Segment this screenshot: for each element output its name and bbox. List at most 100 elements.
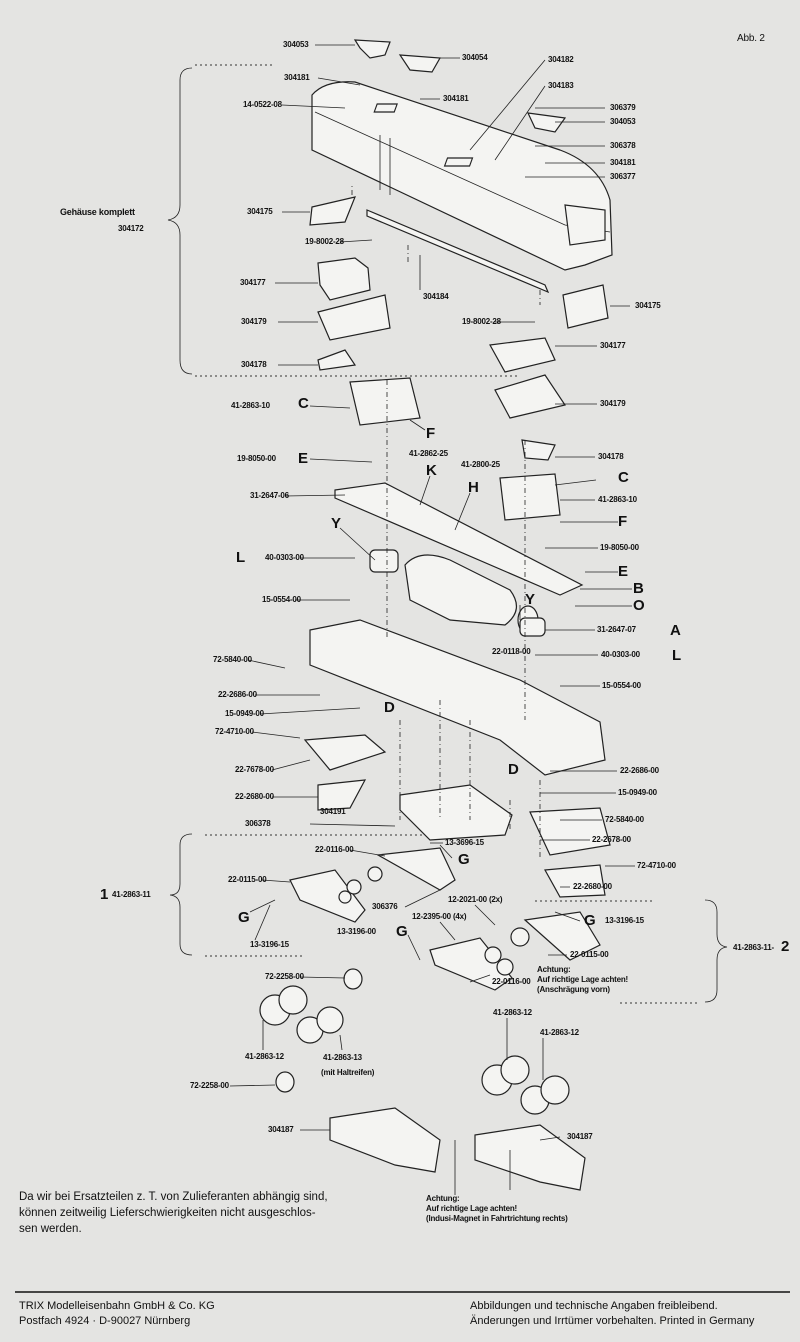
part-label: 304181 [443, 94, 469, 103]
part-22-2678-00 [529, 807, 611, 856]
letter-label: O [633, 597, 645, 614]
part-label: 22-2686-00 [620, 766, 659, 775]
brace-bogie-2 [704, 899, 728, 1003]
footer-address: Postfach 4924 · D-90027 Nürnberg [19, 1315, 191, 1327]
part-label: 304182 [548, 55, 574, 64]
note-line: Auf richtige Lage achten! [426, 1204, 518, 1213]
group-number-2: 2 [781, 938, 790, 955]
part-label: 14-0522-08 [243, 100, 282, 109]
pantograph-parts [353, 39, 567, 133]
bogie-2 [429, 911, 601, 991]
part-label: 22-0116-00 [492, 977, 531, 986]
part-304179-left [317, 294, 391, 341]
part-label: 72-4710-00 [215, 727, 254, 736]
part-304177-left [317, 257, 371, 301]
footer-notice: Änderungen und Irrtümer vorbehalten. Pri… [470, 1315, 755, 1327]
part-label: 304181 [610, 158, 636, 167]
part-label: 15-0554-00 [262, 595, 301, 604]
part-label: 22-7678-00 [235, 765, 274, 774]
letter-label: B [633, 580, 644, 597]
part-label: 12-2395-00 (4x) [412, 912, 467, 921]
part-label: 19-8050-00 [237, 454, 276, 463]
part-label: 306379 [610, 103, 636, 112]
part-label: 41-2863-10 [231, 401, 270, 410]
part-label: 304178 [241, 360, 267, 369]
letter-label: C [618, 469, 629, 486]
part-label: 19-8002-28 [462, 317, 501, 326]
part-label: 41-2863-12 [245, 1052, 284, 1061]
note-line: Auf richtige Lage achten! [537, 975, 629, 984]
part-label: 304053 [610, 117, 636, 126]
note-line: (Anschrägung vorn) [537, 985, 610, 994]
chassis-frame [309, 619, 606, 776]
part-label: 304179 [241, 317, 267, 326]
part-label: 304053 [283, 40, 309, 49]
letter-label: G [584, 912, 596, 929]
letter-label: H [468, 479, 479, 496]
letter-label: G [238, 909, 250, 926]
part-label: 72-2258-00 [190, 1081, 229, 1090]
part-label: 306378 [245, 819, 271, 828]
part-label: 22-0116-00 [315, 845, 354, 854]
group-label-bogie-1: 41-2863-11 [112, 890, 151, 899]
part-label: 40-0303-00 [601, 650, 640, 659]
part-304179-right [494, 374, 566, 419]
bogie-frame-304187-right [474, 1124, 586, 1191]
note-line: Achtung: [426, 1194, 460, 1203]
group-label-gehaeuse: Gehäuse komplett [60, 207, 135, 217]
part-label: 13-3196-15 [605, 916, 644, 925]
group-number-1: 1 [100, 886, 109, 903]
part-304175-left [309, 196, 356, 226]
part-304175-right [562, 284, 609, 329]
wheelsets [259, 968, 570, 1115]
disclaimer-line: Da wir bei Ersatzteilen z. T. von Zulief… [19, 1191, 328, 1203]
footer-notice: Abbildungen und technische Angaben freib… [470, 1300, 718, 1312]
note-line: (Indusi-Magnet in Fahrtrichtung rechts) [426, 1214, 568, 1223]
part-label: 41-2863-13 [323, 1053, 362, 1062]
locomotive-body-304172 [311, 81, 613, 271]
part-label: 72-4710-00 [637, 861, 676, 870]
part-label: 41-2863-12 [540, 1028, 579, 1037]
brace-gehaeuse [167, 67, 193, 375]
part-label: 22-0115-00 [228, 875, 267, 884]
part-label: 22-0115-00 [570, 950, 609, 959]
part-label: 304177 [240, 278, 266, 287]
part-label: 304172 [118, 224, 144, 233]
motor [369, 549, 546, 637]
part-label: 304183 [548, 81, 574, 90]
part-304178-left [317, 349, 357, 371]
part-22-2680-00-right [544, 864, 606, 898]
part-label: 22-2680-00 [573, 882, 612, 891]
part-304177-right [489, 337, 556, 373]
part-label: 15-0949-00 [618, 788, 657, 797]
part-304191 [399, 784, 513, 841]
part-label: 22-2680-00 [235, 792, 274, 801]
letter-label: G [396, 923, 408, 940]
figure-label: Abb. 2 [737, 33, 765, 44]
part-label: 304175 [635, 301, 661, 310]
part-304178-right [521, 439, 556, 461]
bogie-1 [289, 847, 456, 923]
part-label: 306376 [372, 902, 398, 911]
part-label: 304054 [462, 53, 488, 62]
part-label: 41-2863-12 [493, 1008, 532, 1017]
bogie-frame-304187-left [329, 1107, 441, 1173]
part-label: 12-2021-00 (2x) [448, 895, 503, 904]
letter-label: E [618, 563, 629, 580]
part-label: 72-5840-00 [213, 655, 252, 664]
part-label: 13-3196-15 [250, 940, 289, 949]
part-label: 304178 [598, 452, 624, 461]
part-label: 304191 [320, 807, 346, 816]
part-label: 304187 [567, 1132, 593, 1141]
part-label: 41-2800-25 [461, 460, 500, 469]
contact-C-left [349, 377, 421, 426]
circuit-board [334, 482, 584, 596]
part-label: 306377 [610, 172, 636, 181]
part-label: 19-8002-28 [305, 237, 344, 246]
part-label: 13-3196-00 [337, 927, 376, 936]
brace-bogie-1 [169, 833, 193, 956]
footer-company: TRIX Modelleisenbahn GmbH & Co. KG [19, 1300, 215, 1312]
letter-label: F [426, 425, 436, 442]
letter-label: Y [331, 515, 342, 532]
letter-label: D [384, 699, 395, 716]
